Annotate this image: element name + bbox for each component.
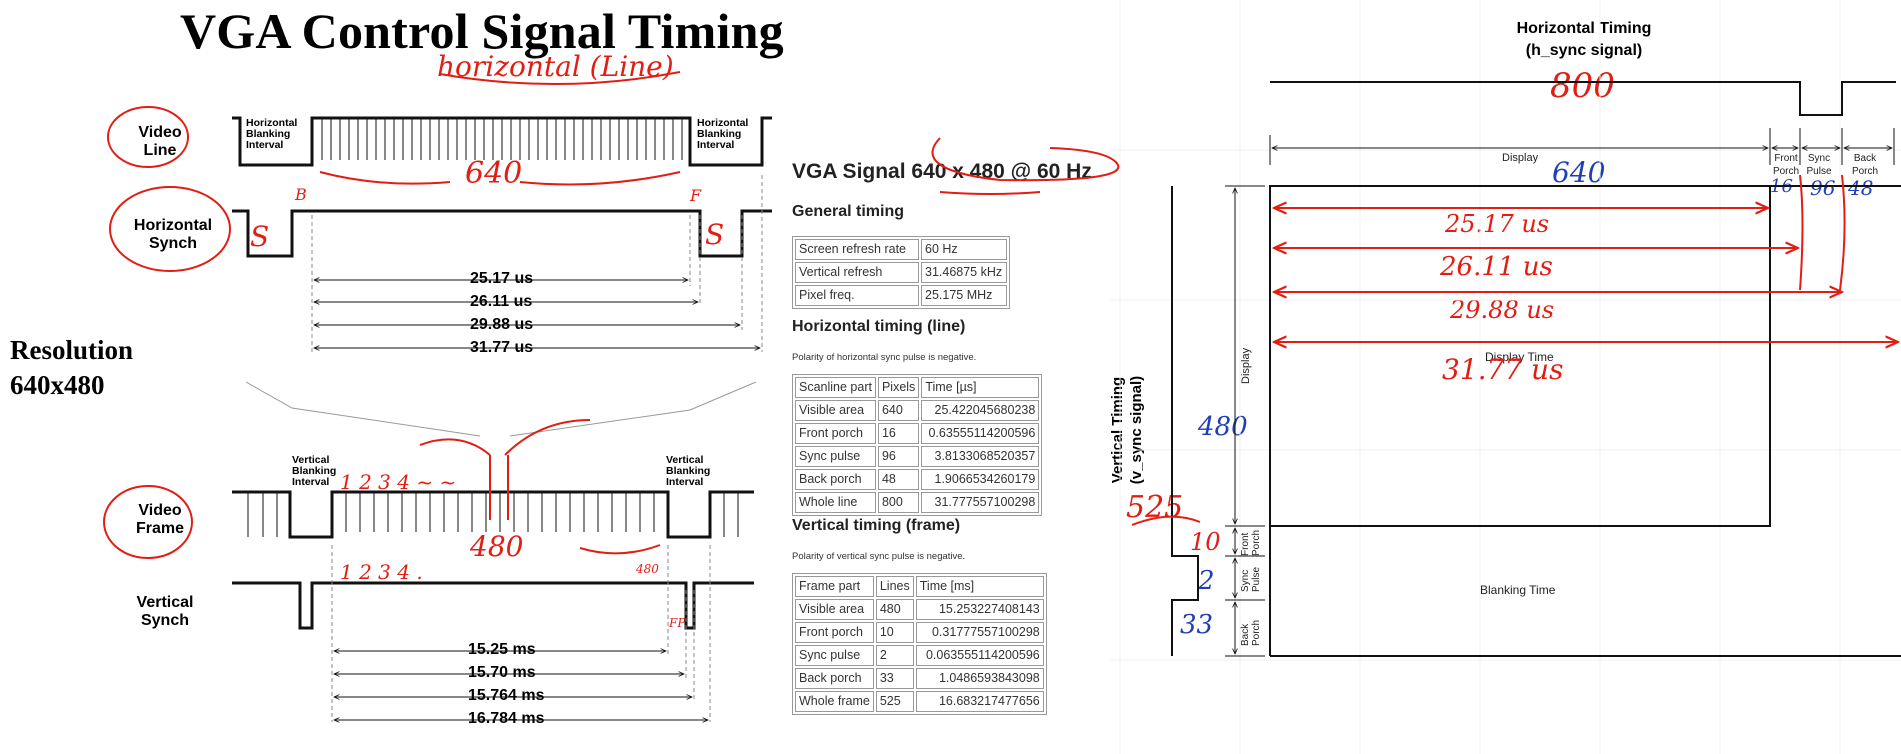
zoom-guide-lines <box>245 381 757 437</box>
annotation-r-16: 16 <box>1770 176 1793 197</box>
h-display-label: Display <box>1502 152 1539 164</box>
resolution-label: Resolution <box>10 335 134 365</box>
annotation-r-33: 33 <box>1180 610 1214 640</box>
h-measure-2: 26.11 us <box>470 293 533 310</box>
annotation-r-96: 96 <box>1810 176 1836 200</box>
resolution-value: 640x480 <box>10 370 105 400</box>
v-display-label: Display <box>1240 347 1252 384</box>
annotation-count-top: 1 2 3 4 ~ ~ <box>340 470 457 494</box>
annotation-s-left: S <box>250 220 270 253</box>
h-measure-3: 29.88 us <box>470 316 534 333</box>
annotation-r-10: 10 <box>1190 528 1221 556</box>
v-measure-3: 15.764 ms <box>468 687 545 704</box>
horizontal-timing-heading: Horizontal timing (line) <box>792 318 966 335</box>
annotation-480-small: 480 <box>636 562 659 576</box>
h-measure-1: 25.17 us <box>470 270 534 287</box>
annotation-r-640: 640 <box>1552 156 1606 189</box>
annotation-r-480: 480 <box>1198 412 1248 442</box>
annotation-fp: FP <box>669 616 686 630</box>
annotation-r-2: 2 <box>1198 566 1215 596</box>
v-measure-1: 15.25 ms <box>468 641 536 658</box>
blanking-time-label: Blanking Time <box>1480 583 1556 597</box>
annotation-horizontal-line: horizontal (Line) <box>437 50 674 83</box>
h-measure-arrows <box>314 280 760 348</box>
table-row: Pixel freq.25.175 MHz <box>795 285 1007 306</box>
vertical-polarity-note: Polarity of vertical sync pulse is negat… <box>792 551 966 562</box>
video-line-ticks <box>321 118 683 160</box>
annotation-r-26: 26.11 us <box>1440 252 1553 282</box>
annotation-r-25: 25.17 us <box>1445 210 1550 238</box>
v-measure-4: 16.784 ms <box>468 710 545 727</box>
vertical-timing-heading: Vertical timing (frame) <box>792 517 961 534</box>
annotation-480: 480 <box>470 530 524 563</box>
horizontal-synch-waveform <box>232 209 772 258</box>
annotation-r-29: 29.88 us <box>1450 296 1555 324</box>
horizontal-timing-title: Horizontal Timing(h_sync signal) <box>1516 20 1652 59</box>
annotation-640: 640 <box>465 156 523 191</box>
screen-outline <box>1269 185 1901 657</box>
h-measure-4: 31.77 us <box>470 339 534 356</box>
annotation-r-525: 525 <box>1126 490 1184 525</box>
horizontal-polarity-note: Polarity of horizontal sync pulse is neg… <box>792 352 977 363</box>
annotation-r-48: 48 <box>1848 176 1874 200</box>
diagram-title: VGA Control Signal Timing <box>180 3 784 59</box>
general-timing-heading: General timing <box>792 203 905 220</box>
annotation-800: 800 <box>1550 66 1615 106</box>
annotation-f: F <box>690 186 702 205</box>
annotation-r-31: 31.77 us <box>1442 353 1564 386</box>
v-front-porch-label: Front Porch <box>1240 529 1262 556</box>
annotation-b: B <box>295 185 307 204</box>
v-sync-waveform <box>1171 186 1199 656</box>
annotation-count-bottom: 1 2 3 4 . <box>340 560 423 584</box>
vga-signal-title: VGA Signal 640 x 480 @ 60 Hz <box>792 160 1092 183</box>
v-measure-2: 15.70 ms <box>468 664 536 681</box>
annotation-s-right: S <box>705 218 725 251</box>
v-back-porch-label: Back Porch <box>1240 619 1262 646</box>
v-sync-pulse-label: Sync Pulse <box>1240 566 1262 592</box>
